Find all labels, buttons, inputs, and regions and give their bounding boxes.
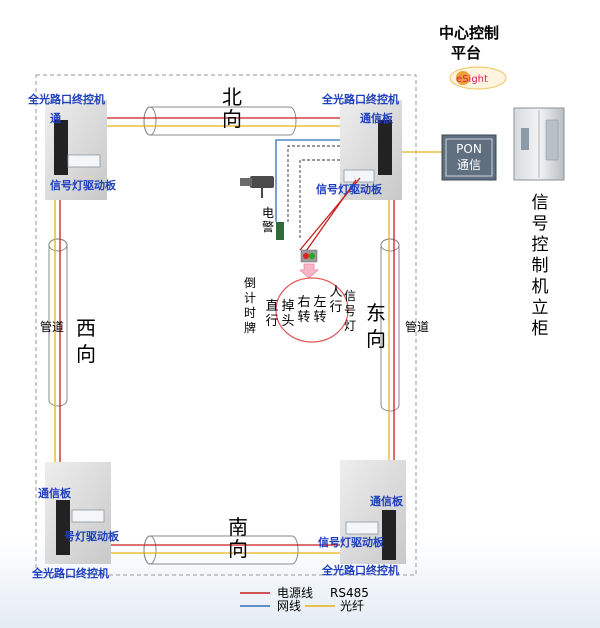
ne-controller-label: 全光路口终控机 [321, 92, 399, 106]
nw-comm-label: 通 [50, 112, 61, 125]
signal-display-circle [275, 277, 349, 343]
se-comm-label: 通信板 [370, 494, 404, 508]
fiber-lines [54, 125, 442, 554]
ne-comm-label: 通信板 [360, 111, 394, 125]
rs485-line-2 [299, 159, 340, 240]
nw-controller-label: 全光路口终控机 [27, 92, 105, 106]
direction-west: 西向 [76, 316, 96, 366]
center-title-line2: 平台 [451, 44, 481, 62]
pon-box-inner [445, 138, 493, 177]
center-title-line1: 中心控制 [439, 24, 499, 42]
signal-column-0: 直行 [265, 299, 278, 329]
nw-driver-label: 信号灯驱动板 [50, 178, 117, 192]
pon-label-line2: 通信 [457, 158, 481, 172]
sw-controller-label: 全光路口终控机 [31, 566, 109, 580]
se-controller-label: 全光路口终控机 [321, 563, 399, 577]
device-nw [54, 120, 101, 175]
signal-column-3: 左转 [313, 295, 326, 325]
police-camera-icon [240, 176, 274, 198]
police-device [276, 222, 284, 240]
ne-driver-label: 信号灯驱动板 [316, 182, 383, 196]
police-label: 电警 [262, 206, 274, 234]
countdown-label: 倒计时牌 [244, 276, 256, 335]
rs485-line [287, 145, 340, 222]
pedestrian-light-label: 信号灯 [344, 289, 356, 333]
signal-cabinet-image [513, 107, 565, 181]
device-sw [56, 500, 105, 555]
sw-driver-label: 号灯驱动板 [64, 529, 120, 543]
power-lines [59, 117, 395, 546]
legend-rs485-label: RS485 [330, 586, 369, 600]
esight-logo-text: eSight [456, 74, 488, 85]
cabinet-label: 信号控制机立柜 [532, 193, 549, 339]
pon-label-line1: PON [456, 142, 482, 156]
pipe-west [48, 238, 68, 407]
down-arrow-icon [298, 263, 320, 279]
signal-column-2: 右转 [297, 295, 310, 325]
legend-power-label: 电源线 [277, 586, 313, 600]
pipe-south [143, 535, 299, 565]
device-ne [343, 120, 392, 183]
pon-box [441, 134, 497, 181]
traffic-light-icon [300, 249, 318, 263]
se-driver-label: 信号灯驱动板 [318, 535, 385, 549]
signal-column-1: 掉头 [281, 299, 294, 329]
legend-network-label: 网线 [277, 599, 301, 613]
pipe-label-east: 管道 [405, 319, 429, 334]
pipe-label-west: 管道 [40, 319, 64, 334]
sw-comm-label: 通信板 [38, 486, 72, 500]
direction-east: 东向 [366, 301, 386, 351]
signal-column-4: 人行 [329, 285, 342, 315]
device-se [345, 510, 396, 560]
intersection-outline [35, 74, 417, 576]
esight-logo: eSight [449, 66, 507, 90]
pipe-east [380, 238, 400, 412]
direction-south: 南向 [228, 515, 248, 561]
legend-fiber-label: 光纤 [340, 599, 364, 613]
direction-north: 北向 [222, 85, 242, 131]
pipe-north [143, 106, 297, 136]
network-line [275, 139, 340, 222]
